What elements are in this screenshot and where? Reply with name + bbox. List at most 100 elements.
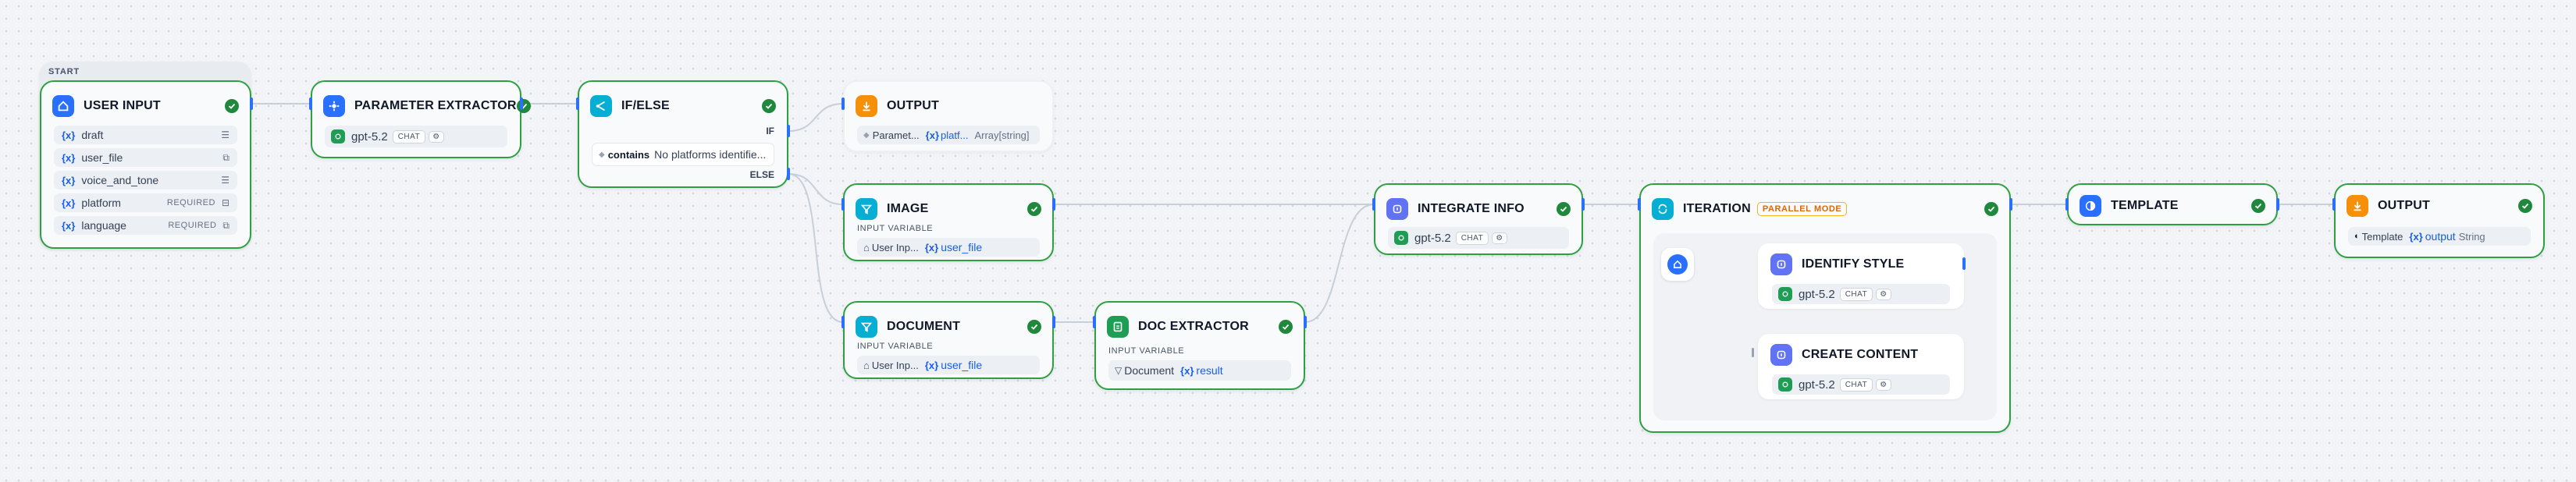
target-handle[interactable] [2332, 198, 2336, 211]
variable-name: platf... [941, 129, 969, 141]
input-variable[interactable]: ⌂ User Inp... {x} user_file [857, 238, 1040, 257]
target-handle[interactable] [1372, 198, 1375, 211]
source-node: User Inp... [871, 241, 919, 253]
document-extract-icon [1107, 316, 1129, 338]
required-badge: REQUIRED [168, 221, 217, 230]
source-handle[interactable] [2276, 198, 2279, 211]
target-handle[interactable] [576, 97, 579, 110]
else-handle[interactable] [787, 168, 790, 180]
target-handle[interactable] [841, 97, 845, 110]
source-handle[interactable] [2009, 198, 2012, 211]
user-input-node[interactable]: USER INPUT {x}draft☰ {x}user_file⧉ {x}vo… [40, 80, 251, 249]
iteration-start[interactable] [1661, 248, 1694, 281]
source-handle[interactable] [1304, 316, 1307, 328]
target-handle[interactable] [1093, 316, 1096, 328]
target-handle[interactable] [1638, 198, 1641, 211]
image-node[interactable]: IMAGE INPUT VARIABLE ⌂ User Inp... {x} u… [843, 183, 1054, 261]
source-handle[interactable] [250, 97, 253, 110]
source-node: Document [1124, 364, 1175, 377]
source-handle[interactable] [520, 97, 523, 110]
settings-icon: ⚙ [1876, 378, 1891, 391]
template-node[interactable]: TEMPLATE [2067, 183, 2278, 225]
node-title: INTEGRATE INFO [1418, 202, 1525, 215]
success-check-icon [1557, 202, 1571, 216]
node-title: CREATE CONTENT [1802, 348, 1919, 361]
if-handle[interactable] [787, 125, 790, 137]
output-variable[interactable]: ◐ Template {x} output String [2348, 227, 2531, 246]
integrate-info-node[interactable]: INTEGRATE INFO gpt-5.2 CHAT ⚙ [1374, 183, 1583, 255]
condition-row[interactable]: ◆ contains No platforms identifie... [592, 143, 774, 166]
variable-icon: {x} [2409, 230, 2423, 243]
model-selector[interactable]: gpt-5.2 CHAT ⚙ [1772, 284, 1950, 304]
input-variable-label: INPUT VARIABLE [1108, 346, 1185, 356]
input-variable[interactable]: ⌂ User Inp... {x} user_file [857, 356, 1040, 374]
variable-row[interactable]: {x}user_file⧉ [54, 148, 237, 167]
variable-name: platform [81, 197, 121, 209]
openai-icon [1778, 377, 1792, 392]
variable-name: language [81, 219, 126, 232]
variable-row[interactable]: {x}voice_and_tone☰ [54, 171, 237, 190]
model-selector[interactable]: gpt-5.2 CHAT ⚙ [1772, 374, 1950, 395]
variable-icon: {x} [1180, 364, 1194, 377]
condition-value: No platforms identifie... [654, 148, 767, 161]
target-handle[interactable] [841, 316, 845, 328]
start-label: START [48, 67, 80, 76]
source-handle[interactable] [1582, 198, 1585, 211]
create-content-node[interactable]: CREATE CONTENT gpt-5.2 CHAT ⚙ [1758, 334, 1964, 399]
extractor-icon [323, 95, 345, 117]
identify-style-node[interactable]: IDENTIFY STYLE gpt-5.2 CHAT ⚙ [1758, 243, 1964, 309]
openai-icon [1394, 231, 1408, 245]
target-handle[interactable] [2065, 198, 2069, 211]
mode-badge: CHAT [392, 129, 426, 144]
filter-icon [856, 316, 877, 338]
node-title: TEMPLATE [2111, 199, 2179, 212]
llm-icon [1386, 198, 1408, 220]
variable-name: user_file [81, 151, 123, 164]
output-variable[interactable]: ◆ Paramet... {x} platf... Array[string] [857, 126, 1040, 144]
input-variable[interactable]: ▽ Document {x} result [1108, 360, 1291, 381]
home-icon: ⌂ [863, 359, 870, 371]
variable-row[interactable]: {x}draft☰ [54, 126, 237, 144]
source-handle[interactable] [1052, 316, 1055, 328]
output-node-top[interactable]: OUTPUT ◆ Paramet... {x} platf... Array[s… [843, 80, 1054, 152]
target-handle[interactable] [309, 97, 312, 110]
target-handle[interactable] [841, 198, 845, 211]
source-handle[interactable] [1962, 257, 1966, 270]
model-name: gpt-5.2 [1799, 377, 1835, 392]
variable-name: output [2425, 230, 2456, 243]
openai-icon [1778, 287, 1792, 301]
select-icon: ⊟ [221, 197, 229, 208]
parameter-extractor-node[interactable]: PARAMETER EXTRACTOR gpt-5.2 CHAT ⚙ [311, 80, 531, 158]
model-selector[interactable]: gpt-5.2 CHAT ⚙ [1388, 227, 1569, 249]
document-node[interactable]: DOCUMENT INPUT VARIABLE ⌂ User Inp... {x… [843, 301, 1054, 379]
target-handle[interactable] [1752, 348, 1754, 357]
loop-icon [1652, 198, 1674, 220]
llm-icon [1770, 253, 1792, 275]
node-title: IMAGE [887, 202, 929, 215]
variable-icon: {x} [62, 219, 76, 232]
doc-extractor-node[interactable]: DOC EXTRACTOR INPUT VARIABLE ▽ Document … [1094, 301, 1305, 390]
ifelse-node[interactable]: IF/ELSE IF ◆ contains No platforms ident… [578, 80, 788, 188]
source-handle[interactable] [1052, 198, 1055, 211]
edge-if-output [788, 103, 844, 132]
home-icon [1667, 254, 1688, 275]
output-node-end[interactable]: OUTPUT ◐ Template {x} output String [2334, 183, 2545, 258]
node-title: OUTPUT [887, 99, 939, 112]
settings-icon: ⚙ [429, 130, 444, 143]
variable-icon: {x} [924, 359, 939, 371]
node-title: USER INPUT [84, 99, 161, 112]
variable-icon: {x} [62, 197, 76, 209]
edge-else-document [788, 173, 844, 323]
model-selector[interactable]: gpt-5.2 CHAT ⚙ [325, 126, 507, 147]
source-node: Template [2361, 230, 2403, 243]
node-title: OUTPUT [2378, 199, 2430, 212]
output-icon [856, 95, 877, 117]
input-variable-label: INPUT VARIABLE [857, 224, 934, 233]
variable-name: result [1196, 364, 1223, 377]
success-check-icon [1027, 320, 1041, 334]
model-name: gpt-5.2 [1799, 287, 1835, 301]
